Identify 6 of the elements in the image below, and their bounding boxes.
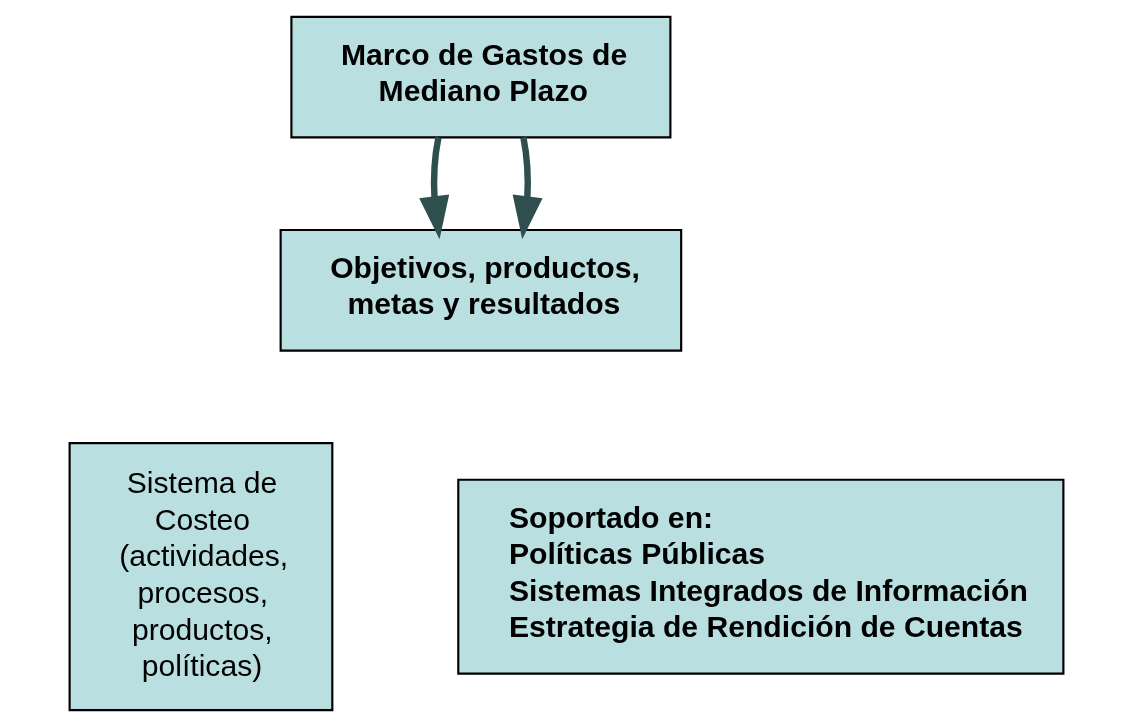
node-box: Marco de Gastos de Mediano Plazo xyxy=(290,15,672,139)
node-box: Objetivos, productos, metas y resultados xyxy=(279,228,683,352)
node-box: Soportado en: Políticas Públicas Sistemas Integrados de Información Estrategia de Rendición de Cuentas xyxy=(457,478,1065,675)
arrow xyxy=(512,136,543,240)
node-box: Sistema de Costeo (actividades, procesos, productos, políticas) xyxy=(68,442,334,712)
arrow xyxy=(419,136,450,240)
